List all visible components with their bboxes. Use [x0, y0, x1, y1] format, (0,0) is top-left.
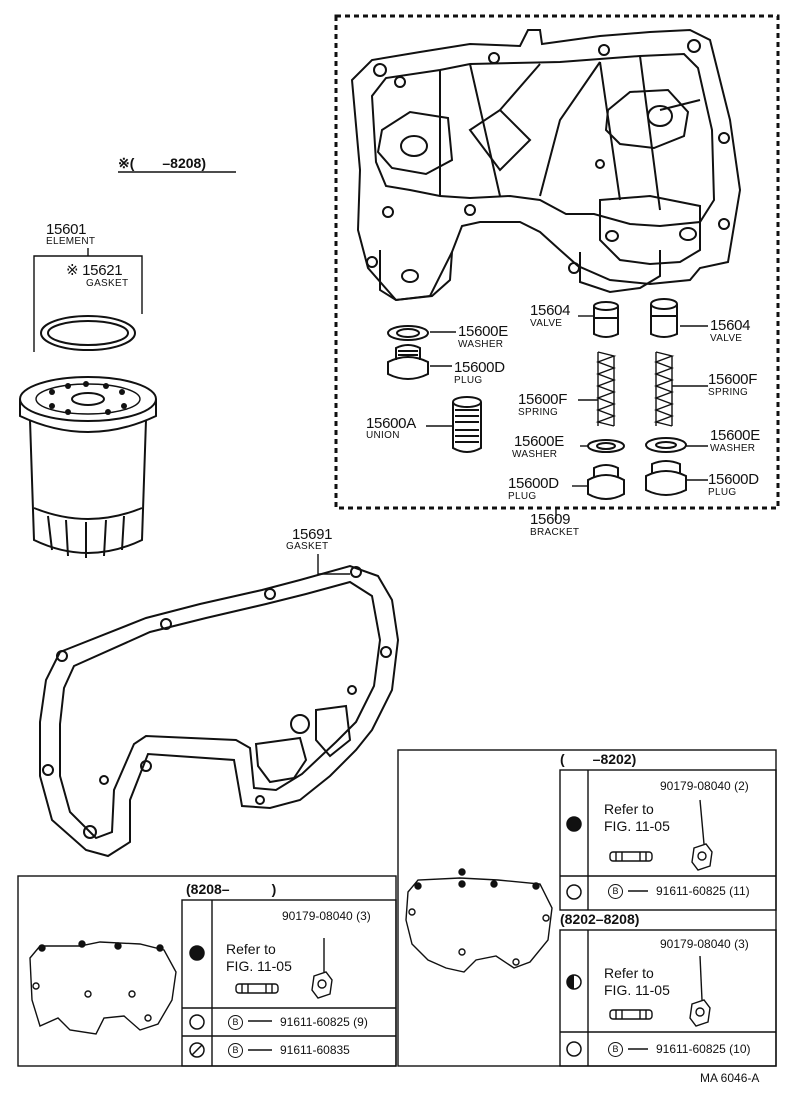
union-part-number: 15600A [366, 415, 416, 432]
valve-left-part-number: 15604 [530, 302, 571, 319]
box-right-top-refer-line1: Refer to [604, 801, 654, 817]
union-part-name: UNION [366, 430, 400, 441]
plug-right-part-number: 15600D [708, 471, 759, 488]
inset-box-left [17, 875, 397, 1067]
bolt-leaders [248, 890, 648, 1051]
washer-left-part-name: WASHER [458, 339, 504, 350]
right-plug [645, 460, 687, 496]
plug-mid-part-number: 15600D [508, 475, 559, 492]
element-part-name: ELEMENT [46, 236, 96, 247]
bolt-symbol-icon: B [228, 1043, 243, 1058]
box-left-refer-line2: FIG. 11-05 [226, 958, 292, 974]
left-valve [593, 301, 619, 338]
box-right-top-nut-part: 90179-08040 (2) [660, 779, 749, 793]
left-spring [595, 351, 617, 427]
plug-left-part-number: 15600D [454, 359, 505, 376]
figure-code: MA 6046-A [700, 1071, 760, 1085]
filled-dot-symbol [189, 945, 205, 961]
left-washer [387, 325, 429, 341]
bolt-symbol-icon: B [608, 1042, 623, 1057]
plug-mid-part-name: PLUG [508, 491, 537, 502]
gasket-small-part-number: ※ 15621 [66, 262, 123, 279]
spring-right-part-name: SPRING [708, 387, 749, 398]
gasket-large-part-name: GASKET [286, 541, 329, 552]
box-left-bolt2-part: 91611-60835 [280, 1042, 350, 1057]
open-circle-symbol-2 [566, 884, 582, 900]
open-circle-symbol [189, 1014, 205, 1030]
box-left-nut-part: 90179-08040 (3) [282, 909, 371, 923]
half-filled-symbol [566, 974, 582, 990]
gasket-small-part-name: GASKET [86, 278, 129, 289]
bolt-symbol-icon: B [228, 1015, 243, 1030]
plug-left-part-name: PLUG [454, 375, 483, 386]
box-right-bottom-refer-line2: FIG. 11-05 [604, 982, 670, 998]
box-left-bolt2-row: B 91611-60835 [228, 1043, 350, 1058]
union-drawing [452, 396, 482, 453]
box-right-bottom-era: (8202–8208) [560, 911, 640, 927]
element-part-number: 15601 [46, 221, 87, 238]
stud-bolt-left [235, 983, 279, 994]
left-plug [387, 344, 429, 380]
leader-lines [118, 171, 708, 575]
nut-left [311, 938, 333, 999]
oil-filter-holes [49, 381, 127, 415]
stud-bolt-right-top [609, 851, 653, 862]
valve-right-part-number: 15604 [710, 317, 751, 334]
valve-right-part-name: VALVE [710, 333, 743, 344]
bracket-part-name: BRACKET [530, 527, 580, 538]
washer-mid-part-name: WASHER [512, 449, 558, 460]
right-spring [653, 351, 675, 427]
bolt-symbol-icon: B [608, 884, 623, 899]
box-right-bottom-nut-part: 90179-08040 (3) [660, 937, 749, 951]
spring-left-part-number: 15600F [518, 391, 568, 408]
gasket-large-part-number: 15691 [292, 526, 333, 543]
spring-left-part-name: SPRING [518, 407, 559, 418]
middle-plug [587, 464, 625, 500]
right-valve [650, 298, 678, 338]
nut-right-top [691, 799, 713, 871]
oil-filter-element-drawing [19, 376, 157, 558]
middle-washer [587, 439, 625, 453]
right-washer [645, 437, 687, 453]
box-left-refer-line1: Refer to [226, 941, 276, 957]
inset-box-right [397, 749, 777, 1067]
open-circle-symbol-3 [566, 1041, 582, 1057]
filled-dot-symbol-2 [566, 816, 582, 832]
spring-right-part-number: 15600F [708, 371, 758, 388]
washer-right-part-number: 15600E [710, 427, 760, 444]
large-bracket-gasket [39, 564, 400, 858]
box-right-bottom-refer-line1: Refer to [604, 965, 654, 981]
box-left-bolt1-part: 91611-60825 (9) [280, 1014, 368, 1029]
box-left-bolt1-row: B 91611-60825 (9) [228, 1015, 368, 1030]
bracket-assembly-boundary [334, 14, 780, 510]
box-right-top-bolt-part: 91611-60825 (11) [656, 883, 750, 898]
box-right-top-era: ( –8202) [560, 751, 637, 767]
box-right-top-refer-line2: FIG. 11-05 [604, 818, 670, 834]
mini-gasket-left [29, 940, 177, 1035]
filter-gasket-ring [40, 315, 136, 351]
stud-bolt-right-bottom [609, 1009, 653, 1020]
nut-right-bottom [689, 955, 711, 1027]
era-note-top: ※( –8208) [118, 155, 206, 171]
box-right-bottom-bolt-part: 91611-60825 (10) [656, 1041, 751, 1056]
valve-left-part-name: VALVE [530, 318, 563, 329]
washer-mid-part-number: 15600E [514, 433, 564, 450]
oil-filter-bracket [350, 28, 742, 302]
bracket-part-number: 15609 [530, 511, 571, 528]
box-right-top-bolt-row: B 91611-60825 (11) [608, 884, 750, 899]
plug-right-part-name: PLUG [708, 487, 737, 498]
washer-right-part-name: WASHER [710, 443, 756, 454]
slashed-circle-symbol [189, 1042, 205, 1058]
washer-left-part-number: 15600E [458, 323, 508, 340]
mini-gasket-right [405, 868, 553, 973]
box-left-era: (8208– ) [186, 881, 277, 897]
box-right-bottom-bolt-row: B 91611-60825 (10) [608, 1042, 751, 1057]
